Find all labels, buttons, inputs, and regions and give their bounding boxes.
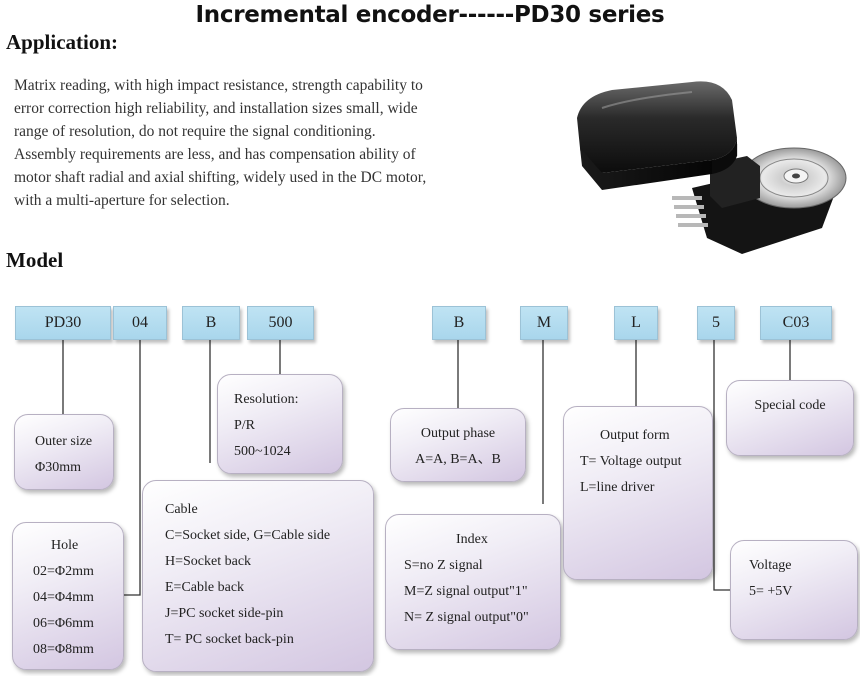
hole-option: 08=Φ8mm xyxy=(33,642,94,657)
encoder-photo xyxy=(577,81,847,254)
output-form-box: Output form T= Voltage output L=line dri… xyxy=(563,406,713,580)
voltage-value: 5= +5V xyxy=(749,584,793,599)
resolution-unit: P/R xyxy=(234,418,256,433)
resolution-title: Resolution: xyxy=(234,392,299,407)
code-pd30: PD30 xyxy=(15,306,111,340)
output-form-title: Output form xyxy=(600,428,670,443)
code-resolution: 500 xyxy=(247,306,314,340)
application-line: Assembly requirements are less, and has … xyxy=(14,146,416,163)
page-title: Incremental encoder------PD30 series xyxy=(195,2,665,28)
code-special: C03 xyxy=(760,306,832,340)
cable-option: J=PC socket side-pin xyxy=(165,606,284,621)
outer-size-box: Outer size Φ30mm xyxy=(14,414,114,490)
special-code-title: Special code xyxy=(754,398,826,413)
outer-size-value: Φ30mm xyxy=(35,460,82,475)
voltage-title: Voltage xyxy=(749,558,792,573)
hole-option: 06=Φ6mm xyxy=(33,616,94,631)
code-voltage: 5 xyxy=(697,306,735,340)
hole-option: 02=Φ2mm xyxy=(33,564,94,579)
resolution-box: Resolution: P/R 500~1024 xyxy=(217,374,343,474)
outer-size-title: Outer size xyxy=(35,434,93,449)
application-line: error correction high reliability, and i… xyxy=(14,100,418,117)
index-option: S=no Z signal xyxy=(404,558,483,573)
hole-title: Hole xyxy=(51,538,79,553)
output-phase-value: A=A, B=A、B xyxy=(415,452,501,467)
index-option: M=Z signal output"1" xyxy=(404,584,528,599)
cable-option: T= PC socket back-pin xyxy=(165,632,294,647)
special-code-box: Special code xyxy=(726,380,854,456)
hole-option: 04=Φ4mm xyxy=(33,590,94,605)
model-heading: Model xyxy=(6,248,64,272)
output-phase-box: Output phase A=A, B=A、B xyxy=(390,408,526,482)
output-phase-title: Output phase xyxy=(420,426,496,441)
code-index: M xyxy=(520,306,568,340)
index-box: Index S=no Z signal M=Z signal output"1"… xyxy=(385,514,561,650)
code-hole: 04 xyxy=(113,306,167,340)
code-output-form: L xyxy=(614,306,658,340)
application-line: motor shaft radial and axial shifting, w… xyxy=(14,169,427,186)
output-form-option: L=line driver xyxy=(580,480,655,495)
hole-box: Hole 02=Φ2mm 04=Φ4mm 06=Φ6mm 08=Φ8mm xyxy=(12,522,124,670)
cable-option: H=Socket back xyxy=(165,554,252,569)
index-title: Index xyxy=(456,532,488,547)
cable-option: C=Socket side, G=Cable side xyxy=(165,528,331,543)
cable-title: Cable xyxy=(165,502,198,517)
voltage-box: Voltage 5= +5V xyxy=(730,540,858,640)
output-form-option: T= Voltage output xyxy=(580,454,682,469)
index-option: N= Z signal output"0" xyxy=(404,610,529,625)
resolution-range: 500~1024 xyxy=(234,444,291,459)
code-output-phase: B xyxy=(432,306,486,340)
application-line: range of resolution, do not require the … xyxy=(14,123,376,140)
application-paragraph: Matrix reading, with high impact resista… xyxy=(14,74,484,212)
application-heading: Application: xyxy=(6,30,119,54)
application-line: with a multi-aperture for selection. xyxy=(14,192,230,209)
cable-option: E=Cable back xyxy=(165,580,245,595)
cable-box: Cable C=Socket side, G=Cable side H=Sock… xyxy=(142,480,374,672)
code-cable: B xyxy=(182,306,240,340)
application-line: Matrix reading, with high impact resista… xyxy=(14,77,423,94)
